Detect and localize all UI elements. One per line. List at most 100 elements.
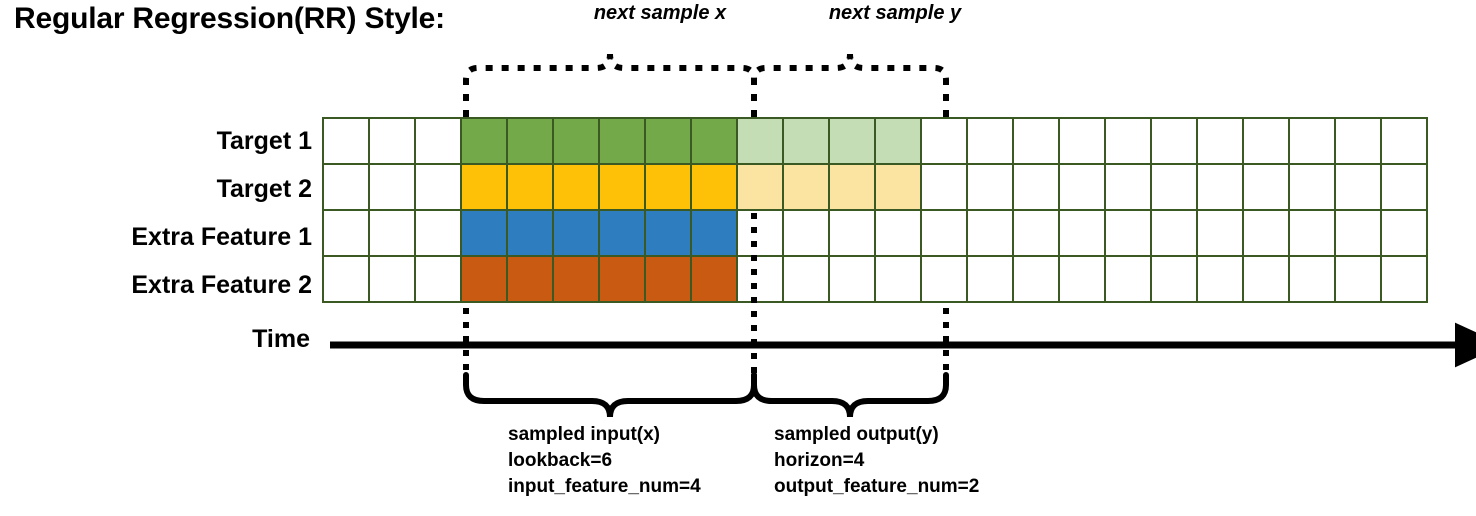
grid-cell-target-1 xyxy=(506,117,554,165)
sampled-input-line-2: lookback=6 xyxy=(508,450,613,471)
sampled-input-line-1: sampled input(x) xyxy=(508,424,661,445)
grid-cell-target-2 xyxy=(690,163,738,211)
row-label-target-2: Target 2 xyxy=(216,175,312,203)
grid-cell-empty xyxy=(368,209,416,257)
grid-cell-empty xyxy=(920,117,968,165)
row-label-extra-feature-2: Extra Feature 2 xyxy=(131,271,312,299)
grid-cell-empty xyxy=(1334,255,1382,303)
grid-cell-empty xyxy=(1104,117,1152,165)
grid-cell-extra-feature-1 xyxy=(506,209,554,257)
grid-cell-target-1 xyxy=(460,117,508,165)
grid-cell-empty xyxy=(828,209,876,257)
grid-table xyxy=(322,117,1428,303)
grid-cell-empty xyxy=(1288,209,1336,257)
grid-cell-empty xyxy=(368,117,416,165)
timeseries-grid xyxy=(322,117,1428,303)
grid-cell-target-1-forecast xyxy=(828,117,876,165)
sampled-input-annotation: sampled input(x) lookback=6 input_featur… xyxy=(508,422,701,500)
grid-cell-empty xyxy=(414,163,462,211)
grid-cell-empty xyxy=(1242,209,1290,257)
grid-cell-extra-feature-2 xyxy=(506,255,554,303)
brace-next-sample-y xyxy=(751,53,949,117)
grid-cell-empty xyxy=(920,255,968,303)
grid-cell-empty xyxy=(782,255,830,303)
grid-cell-extra-feature-1 xyxy=(644,209,692,257)
grid-cell-target-1-forecast xyxy=(782,117,830,165)
grid-cell-target-1 xyxy=(644,117,692,165)
grid-cell-empty xyxy=(1196,209,1244,257)
grid-cell-empty xyxy=(1334,117,1382,165)
grid-cell-extra-feature-1 xyxy=(690,209,738,257)
grid-cell-target-1 xyxy=(552,117,600,165)
grid-cell-empty xyxy=(1242,117,1290,165)
grid-cell-empty xyxy=(736,255,784,303)
grid-cell-target-2-forecast xyxy=(828,163,876,211)
sampled-output-line-1: sampled output(y) xyxy=(774,424,939,445)
grid-row xyxy=(322,163,1428,211)
grid-cell-empty xyxy=(322,209,370,257)
grid-cell-empty xyxy=(966,255,1014,303)
grid-cell-empty xyxy=(1058,209,1106,257)
grid-row xyxy=(322,209,1428,257)
grid-cell-empty xyxy=(1012,255,1060,303)
grid-cell-extra-feature-2 xyxy=(552,255,600,303)
grid-cell-empty xyxy=(322,163,370,211)
grid-cell-empty xyxy=(1104,209,1152,257)
grid-cell-empty xyxy=(1380,163,1428,211)
row-label-column: Target 1 Target 2 Extra Feature 1 Extra … xyxy=(0,117,312,309)
next-sample-x-label: next sample x xyxy=(593,2,727,24)
grid-cell-empty xyxy=(1012,117,1060,165)
grid-cell-empty xyxy=(1150,163,1198,211)
grid-cell-extra-feature-2 xyxy=(690,255,738,303)
row-label-target-1: Target 1 xyxy=(216,127,312,155)
grid-cell-empty xyxy=(1288,117,1336,165)
grid-cell-empty xyxy=(1288,163,1336,211)
grid-cell-empty xyxy=(1242,163,1290,211)
sampled-output-line-2: horizon=4 xyxy=(774,450,865,471)
grid-cell-empty xyxy=(1058,163,1106,211)
grid-cell-empty xyxy=(1288,255,1336,303)
grid-cell-empty xyxy=(1334,209,1382,257)
sampled-output-line-3: output_feature_num=2 xyxy=(774,476,980,497)
grid-cell-empty xyxy=(1196,255,1244,303)
grid-cell-empty xyxy=(368,255,416,303)
grid-cell-extra-feature-1 xyxy=(552,209,600,257)
grid-row xyxy=(322,117,1428,165)
grid-cell-extra-feature-1 xyxy=(460,209,508,257)
grid-cell-target-2-forecast xyxy=(782,163,830,211)
grid-cell-target-1-forecast xyxy=(874,117,922,165)
grid-cell-empty xyxy=(1058,117,1106,165)
grid-cell-empty xyxy=(322,255,370,303)
sampled-input-line-3: input_feature_num=4 xyxy=(508,476,701,497)
grid-cell-empty xyxy=(966,163,1014,211)
grid-cell-empty xyxy=(1150,255,1198,303)
grid-cell-empty xyxy=(1150,209,1198,257)
grid-cell-empty xyxy=(828,255,876,303)
grid-cell-target-1-forecast xyxy=(736,117,784,165)
brace-next-sample-x xyxy=(463,53,757,117)
grid-cell-target-2 xyxy=(552,163,600,211)
grid-cell-target-2 xyxy=(506,163,554,211)
grid-cell-empty xyxy=(736,209,784,257)
grid-cell-empty xyxy=(920,163,968,211)
grid-row xyxy=(322,255,1428,303)
page-title: Regular Regression(RR) Style: xyxy=(14,2,445,35)
grid-cell-empty xyxy=(920,209,968,257)
grid-cell-empty xyxy=(1380,209,1428,257)
grid-cell-empty xyxy=(966,117,1014,165)
grid-cell-target-2 xyxy=(644,163,692,211)
grid-cell-empty xyxy=(1012,163,1060,211)
time-axis-label: Time xyxy=(252,325,310,353)
grid-cell-empty xyxy=(414,255,462,303)
grid-cell-empty xyxy=(874,255,922,303)
brace-sampled-input xyxy=(463,372,757,418)
grid-cell-empty xyxy=(1104,163,1152,211)
grid-cell-empty xyxy=(1242,255,1290,303)
grid-cell-empty xyxy=(1058,255,1106,303)
grid-cell-empty xyxy=(1104,255,1152,303)
grid-cell-empty xyxy=(782,209,830,257)
grid-cell-target-2 xyxy=(598,163,646,211)
grid-cell-extra-feature-2 xyxy=(598,255,646,303)
grid-cell-extra-feature-2 xyxy=(460,255,508,303)
grid-cell-empty xyxy=(1196,163,1244,211)
